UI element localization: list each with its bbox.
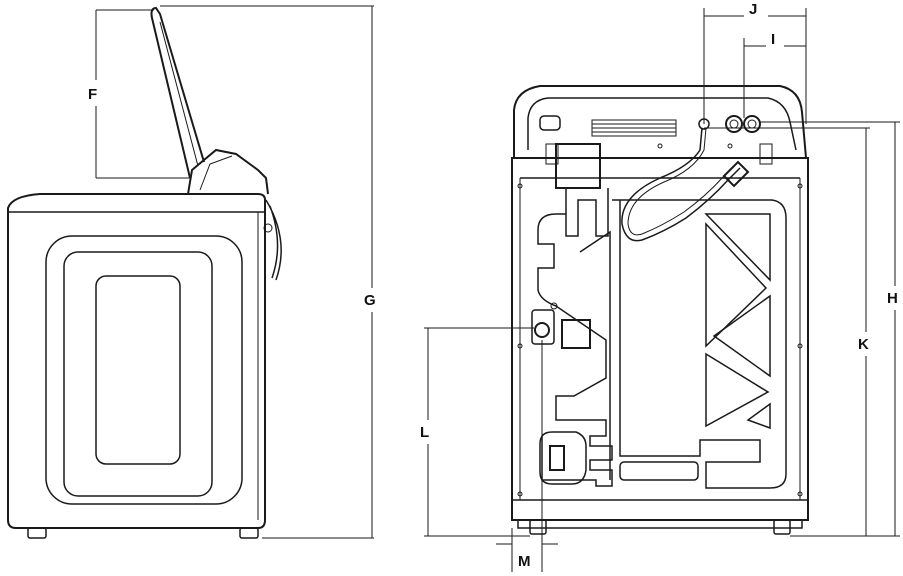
side-view: F G [7,5,376,539]
side-cabinet [7,193,266,529]
rear-embossed-contour-left [537,213,613,487]
dim-label-l: L [420,424,429,441]
rear-cutout-1 [704,213,771,282]
dim-label-h: H [887,290,898,307]
rear-cutout-2 [705,222,768,348]
rear-base [512,499,808,529]
rear-cutout-3 [712,294,771,378]
rear-left-hinge [545,143,559,165]
rear-cabinet [511,157,809,521]
side-console-detail [199,155,233,191]
rear-inlet-hose-inner [627,127,725,236]
rear-right-hinge [759,143,773,165]
rear-screws [517,143,803,497]
side-open-lid [150,6,205,179]
rear-inlet-hot-inner [729,119,739,129]
rear-left-foot [529,519,547,535]
rear-vent-slats [592,123,676,133]
rear-access-square [561,319,591,349]
rear-hose-end [722,160,750,188]
dim-label-i: I [771,31,775,48]
dim-label-g: G [364,292,376,309]
rear-console-recess [527,97,797,151]
rear-embossed-contour-center [579,230,611,480]
side-rear-foot [239,527,259,539]
dim-label-m: M [518,553,531,570]
side-window-panel [95,275,181,465]
rear-drain-screw [550,302,558,310]
rear-bottom-slot [619,461,699,481]
side-drain-hose [265,199,282,281]
rear-view: J I H K L M [420,1,900,572]
rear-drain-outlet [534,322,550,338]
rear-lower-slot [549,445,565,471]
rear-right-foot [773,519,791,535]
side-outer-panel [45,235,243,505]
rear-drain-bracket [531,309,555,345]
rear-inlet-hose [621,127,741,242]
side-lid-inner-edge [159,21,199,167]
rear-cutout-4 [705,352,770,428]
rear-embossed-contour-right [612,199,787,489]
rear-lower-panel [539,431,587,485]
rear-cord-box [555,143,601,189]
side-inner-panel [63,251,213,497]
side-control-console [187,148,269,195]
dim-label-j: J [749,1,757,18]
dim-label-k: K [858,336,869,353]
rear-top-console [513,85,808,159]
rear-cord-channel [565,188,609,237]
rear-cutout-5 [746,402,771,430]
rear-water-inlet-hot [725,115,743,133]
rear-label-plate [539,115,561,131]
side-front-foot [27,527,47,539]
dim-label-f: F [88,86,97,103]
rear-water-inlet-cold [743,115,761,133]
rear-inlet-cold-inner [747,119,757,129]
side-hose-clip [263,223,273,233]
